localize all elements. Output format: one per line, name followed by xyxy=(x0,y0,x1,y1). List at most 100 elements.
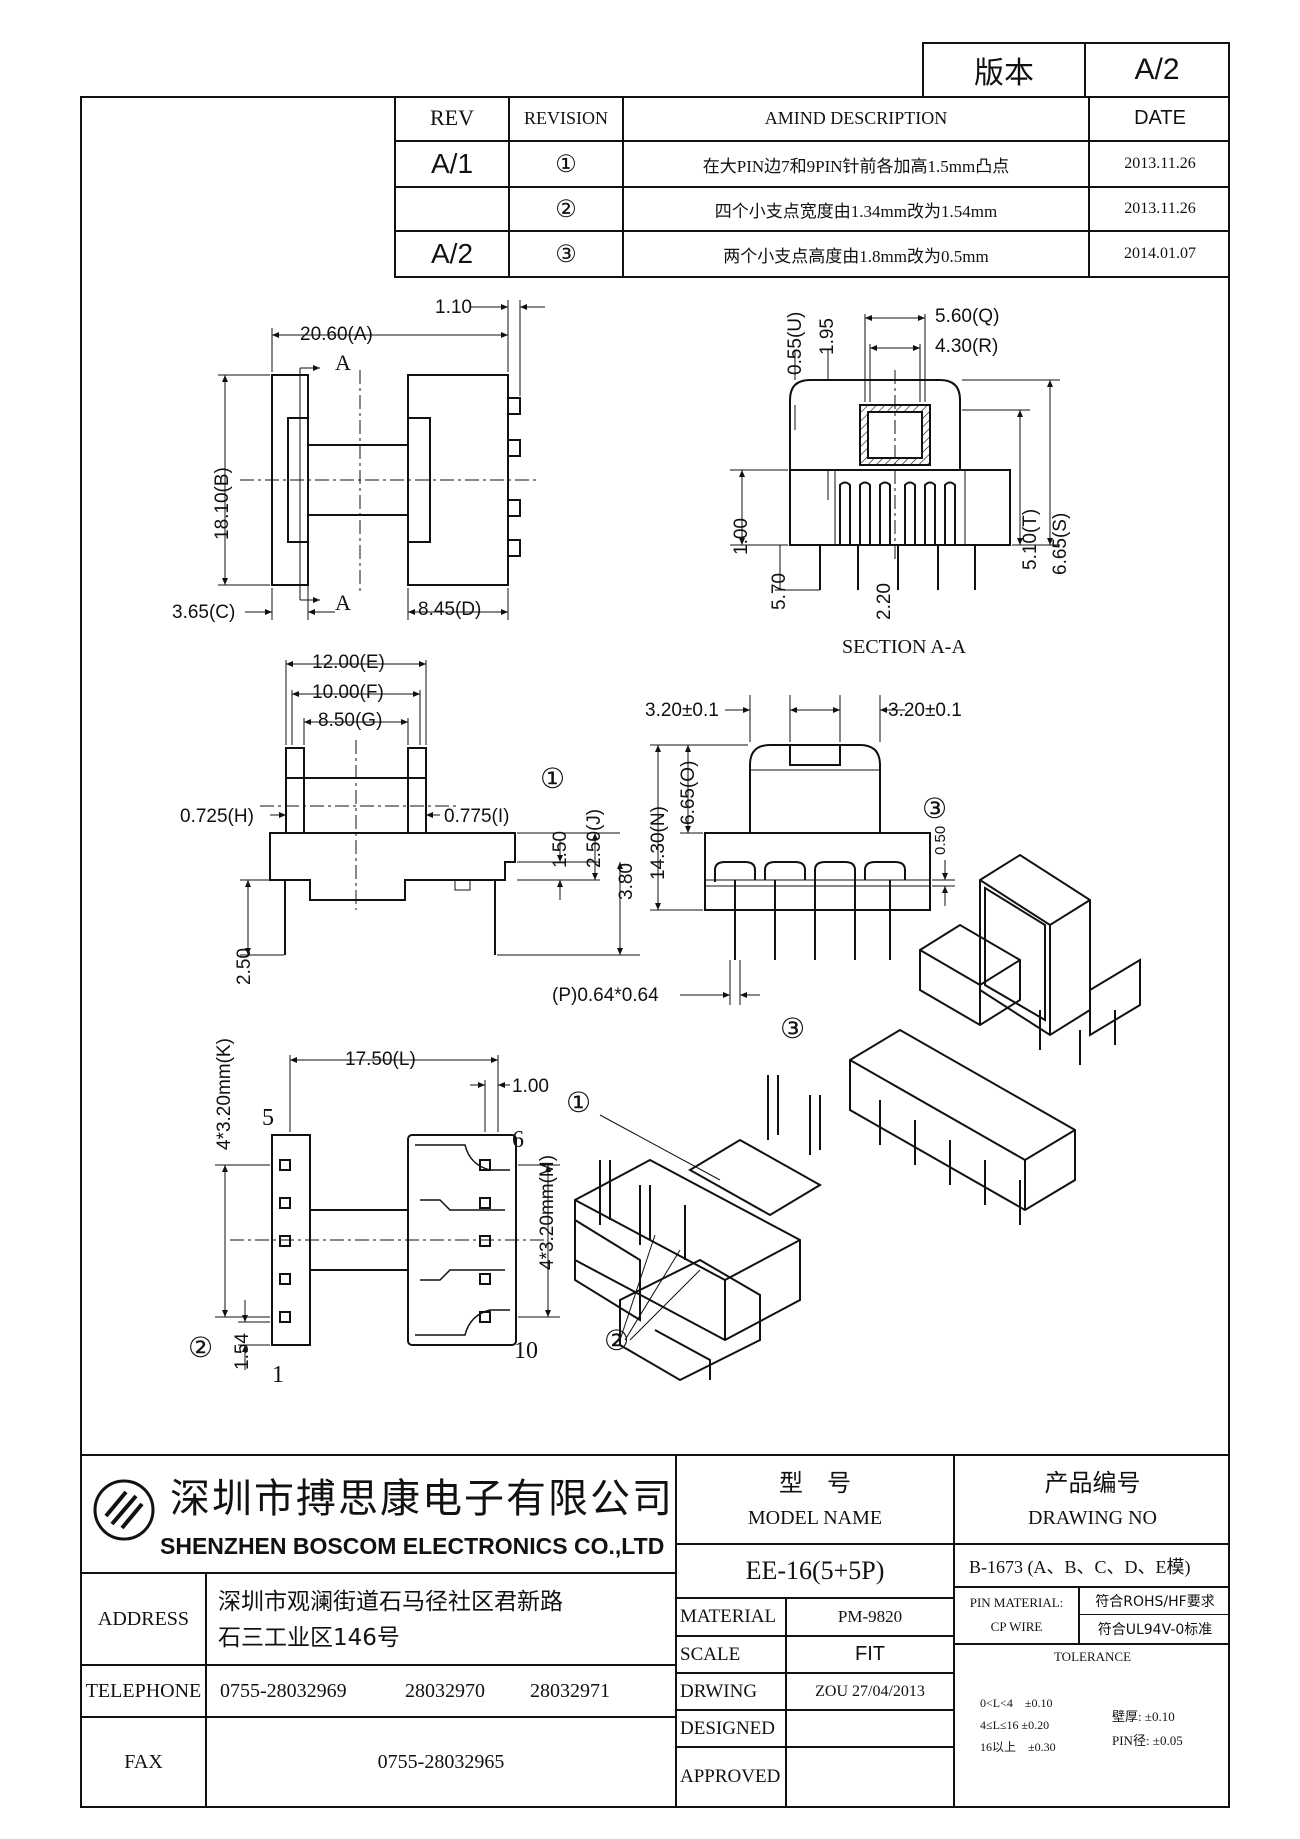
dim-t: 5.10(T) xyxy=(1020,509,1041,570)
drawing-label: DRWING xyxy=(680,1680,758,1702)
revision-table: REV REVISION AMIND DESCRIPTION DATE A/1 … xyxy=(394,96,1230,278)
scale-value: FIT xyxy=(855,1643,885,1665)
dim-195: 1.95 xyxy=(817,318,838,355)
dim-o: 6.65(O) xyxy=(678,761,699,825)
front-mark: ① xyxy=(540,764,565,795)
dim-i: 0.775(I) xyxy=(444,806,509,827)
dim-100-sec: 1.00 xyxy=(731,518,752,555)
pin-6: 6 xyxy=(512,1127,524,1153)
pin-material-label: PIN MATERIAL: xyxy=(969,1595,1064,1610)
dim-c: 3.65(C) xyxy=(172,602,235,623)
fax-label: FAX xyxy=(124,1750,163,1773)
description-header: AMIND DESCRIPTION xyxy=(764,107,948,128)
dim-d: 8.45(D) xyxy=(418,599,481,620)
iso-view-bottom xyxy=(574,1075,822,1382)
tolerance-line: 4≤L≤16 ±0.20 xyxy=(980,1718,1050,1732)
address-line-1: 深圳市观澜街道石马径社区君新路 xyxy=(218,1589,563,1615)
description-cell: 四个小支点宽度由1.34mm改为1.54mm xyxy=(714,201,998,221)
wall-tolerance: 壁厚: ±0.10 xyxy=(1112,1709,1175,1724)
dim-u: 0.55(U) xyxy=(785,312,806,375)
company-name-cn: 深圳市搏思康电子有限公司 xyxy=(170,1476,674,1522)
side-view xyxy=(650,695,955,1005)
telephone-3: 28032971 xyxy=(530,1679,610,1702)
pin-1: 1 xyxy=(272,1362,284,1388)
drawing-no-label-cn: 产品编号 xyxy=(1044,1468,1141,1497)
iso-mark-1: ① xyxy=(566,1088,591,1119)
section-caption: SECTION A-A xyxy=(842,636,966,658)
tolerance-label: TOLERANCE xyxy=(1053,1649,1132,1664)
description-cell: 两个小支点高度由1.8mm改为0.5mm xyxy=(723,246,989,266)
scale-label: SCALE xyxy=(680,1643,741,1665)
dim-250: 2.50 xyxy=(234,948,255,985)
date-cell: 2013.11.26 xyxy=(1124,155,1196,172)
tolerance-line: 16以上 ±0.30 xyxy=(980,1740,1056,1754)
dim-f: 10.00(F) xyxy=(312,682,384,703)
section-mark-top: A xyxy=(335,350,351,375)
date-header: DATE xyxy=(1134,106,1186,129)
drawing-no-label-en: DRAWING NO xyxy=(1028,1506,1157,1529)
address-label: ADDRESS xyxy=(97,1607,190,1630)
iso-mark-3: ③ xyxy=(780,1014,805,1045)
dim-050: 0.50 xyxy=(932,826,949,855)
tolerance-line: 0<L<4 ±0.10 xyxy=(980,1696,1053,1710)
dim-k: 4*3.20mm(K) xyxy=(214,1038,235,1150)
dim-h: 0.725(H) xyxy=(180,806,254,827)
dim-n: 14.30(N) xyxy=(648,806,669,880)
model-label-en: MODEL NAME xyxy=(747,1506,883,1529)
telephone-2: 28032970 xyxy=(405,1679,485,1702)
date-cell: 2014.01.07 xyxy=(1124,245,1196,262)
dim-p: (P)0.64*0.64 xyxy=(552,985,659,1006)
iso-mark-2: ② xyxy=(604,1326,629,1357)
pin-material-value: CP WIRE xyxy=(990,1619,1043,1634)
ul-compliance: 符合UL94V-0标准 xyxy=(1097,1622,1213,1638)
dim-220: 2.20 xyxy=(874,583,895,620)
rohs-compliance: 符合ROHS/HF要求 xyxy=(1095,1594,1215,1610)
revision-mark: ③ xyxy=(555,241,577,268)
revision-header: REVISION xyxy=(524,107,608,128)
company-logo xyxy=(93,1479,155,1541)
dim-154: 1.54 xyxy=(232,1333,253,1370)
section-mark-bottom: A xyxy=(335,590,351,615)
material-value: PM-9820 xyxy=(837,1607,903,1626)
dim-r: 4.30(R) xyxy=(935,336,998,357)
dim-380: 3.80 xyxy=(616,863,637,900)
technical-drawing: 1.10 20.60(A) A A 18.10(B) 3.65(C) 8.45(… xyxy=(172,297,1141,1388)
front-view xyxy=(240,660,640,956)
side-mark: ③ xyxy=(922,794,947,825)
designed-label: DESIGNED xyxy=(680,1717,775,1739)
drawing-by: ZOU 27/04/2013 xyxy=(815,1682,925,1700)
pin-5: 5 xyxy=(262,1105,274,1131)
rev-cell: A/1 xyxy=(430,148,474,179)
drawing-no: B-1673 (A、B、C、D、E模) xyxy=(969,1556,1191,1577)
rev-header: REV xyxy=(430,105,474,130)
date-cell: 2013.11.26 xyxy=(1124,200,1196,217)
description-cell: 在大PIN边7和9PIN针前各加高1.5mm凸点 xyxy=(702,156,1010,176)
address-value: 深圳市观澜街道石马径社区君新路 石三工业区146号 xyxy=(218,1584,673,1656)
pin-10: 10 xyxy=(514,1338,538,1364)
title-block xyxy=(80,1454,1230,1808)
dim-q: 5.60(Q) xyxy=(935,306,999,327)
dim-32a: 3.20±0.1 xyxy=(645,700,719,721)
telephone-1: 0755-28032969 xyxy=(220,1679,347,1702)
dim-32b: 3.20±0.1 xyxy=(888,700,962,721)
model-label-cn: 型 号 xyxy=(779,1468,851,1497)
dim-g: 8.50(G) xyxy=(318,710,382,731)
address-line-2: 石三工业区146号 xyxy=(218,1625,400,1651)
tolerance-list: 0<L<4 ±0.10 4≤L≤16 ±0.20 16以上 ±0.30 xyxy=(980,1692,1110,1758)
iso-view-top xyxy=(849,853,1141,1225)
version-label: 版本 xyxy=(924,44,1086,96)
rev-cell: A/2 xyxy=(430,238,474,269)
bottom-mark: ② xyxy=(188,1333,213,1364)
dim-100-bot: 1.00 xyxy=(512,1076,549,1097)
dim-150: 1.50 xyxy=(550,831,571,868)
revision-mark: ② xyxy=(555,196,577,223)
dim-b: 18.10(B) xyxy=(212,467,233,540)
dim-570: 5.70 xyxy=(769,573,790,610)
dim-a: 20.60(A) xyxy=(300,324,373,345)
dim-m: 4*3.20mm(M) xyxy=(537,1155,558,1270)
dim-s: 6.65(S) xyxy=(1050,513,1071,575)
dim-e: 12.00(E) xyxy=(312,652,385,673)
fax-value: 0755-28032965 xyxy=(377,1750,505,1773)
top-view xyxy=(218,300,545,620)
dim-l: 17.50(L) xyxy=(345,1049,416,1070)
